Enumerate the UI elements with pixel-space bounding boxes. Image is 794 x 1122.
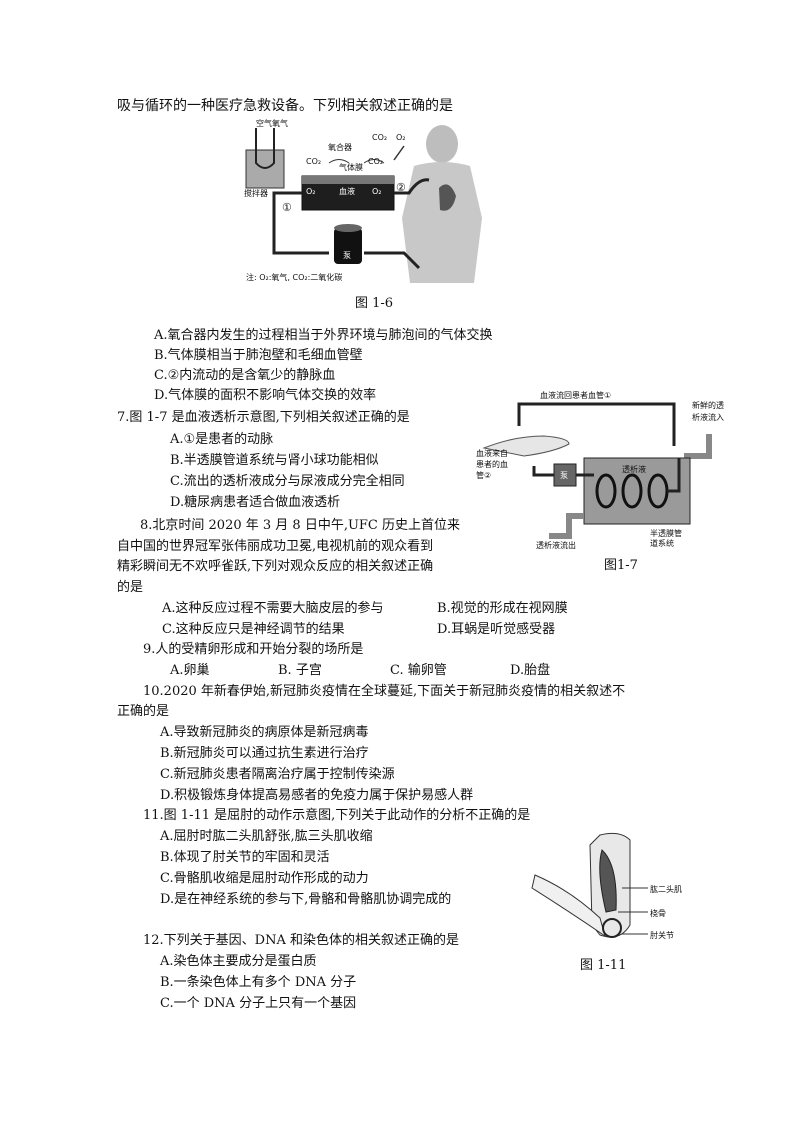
fig16-caption: 图 1-6 (355, 296, 394, 311)
biceps-label: 肱二头肌 (650, 885, 682, 894)
radius-label: 桡骨 (650, 909, 666, 918)
fig111-caption: 图 1-11 (580, 958, 627, 973)
q10-option-a: A.导致新冠肺炎的病原体是新冠病毒 (160, 725, 369, 740)
fig17-from-label-3: 管② (476, 471, 492, 480)
arm-diagram (531, 832, 648, 938)
o2-left-label: O₂ (306, 187, 316, 196)
fig17-pump-label: 泵 (560, 471, 568, 480)
oxygenator-label: 氧合器 (328, 143, 352, 152)
q11-option-d: D.是在神经系统的参与下,骨骼和骨骼肌协调完成的 (160, 892, 452, 907)
q8-stem-line-3: 精彩瞬间无不欢呼雀跃,下列对观众反应的相关叙述正确 (117, 559, 434, 574)
fig17-return-label: 血液流回患者血管① (540, 391, 612, 400)
pump-label: 泵 (343, 251, 351, 260)
blood-label: 血液 (339, 187, 355, 196)
q6-option-c: C.②内流动的是含氧少的静脉血 (154, 368, 336, 383)
circle-2-label: ② (396, 181, 406, 194)
fig17-caption: 图1-7 (604, 558, 638, 573)
q7-stem: 7.图 1-7 是血液透析示意图,下列相关叙述正确的是 (117, 410, 410, 425)
fig17-fresh-label-1: 新鲜的透 (692, 401, 724, 410)
q12-option-b: B.一条染色体上有多个 DNA 分子 (160, 975, 357, 990)
fig17-from-label-2: 患者的血 (476, 460, 508, 469)
q8-option-d: D.耳蜗是听觉感受器 (437, 622, 556, 637)
co2-left-label: CO₂ (306, 157, 322, 166)
q7-option-b: B.半透膜管道系统与肾小球功能相似 (170, 453, 379, 468)
q6-option-d: D.气体膜的面积不影响气体交换的效率 (154, 388, 377, 403)
q10-stem-line-1: 10.2020 年新春伊始,新冠肺炎疫情在全球蔓延,下面关于新冠肺炎疫情的相关叙… (143, 684, 626, 699)
q12-stem: 12.下列关于基因、DNA 和染色体的相关叙述正确的是 (143, 933, 459, 948)
q8-option-a: A.这种反应过程不需要大脑皮层的参与 (162, 601, 384, 616)
q8-stem-line-2: 自中国的世界冠军张伟丽成功卫冕,电视机前的观众看到 (117, 539, 434, 554)
oxygen-label: 氧气 (272, 119, 288, 128)
q10-option-b: B.新冠肺炎可以通过抗生素进行治疗 (160, 746, 369, 761)
q11-option-c: C.骨骼肌收缩是屈肘动作形成的动力 (160, 871, 369, 886)
o2-right-label: O₂ (372, 187, 382, 196)
stirrer-label: 搅拌器 (244, 189, 268, 198)
intro-line: 吸与循环的一种医疗急救设备。下列相关叙述正确的是 (117, 98, 453, 114)
gas-membrane-label: 气体膜 (339, 163, 363, 172)
q7-option-a: A.①是患者的动脉 (170, 432, 274, 447)
co2-top-label: CO₂ (372, 133, 388, 142)
elbow-label: 肘关节 (650, 931, 674, 940)
o2-top-label: O₂ (396, 133, 406, 142)
q9-option-c: C. 输卵管 (390, 663, 447, 678)
q8-stem-line-1: 8.北京时间 2020 年 3 月 8 日中午,UFC 历史上首位来 (140, 518, 461, 533)
fig17-dialysate-label: 透析液 (622, 465, 646, 474)
q6-option-b: B.气体膜相当于肺泡壁和毛细血管壁 (154, 348, 363, 363)
q11-option-a: A.屈肘时肱二头肌舒张,肱三头肌收缩 (160, 829, 373, 844)
fig17-from-label-1: 血液来自 (476, 449, 508, 458)
q10-stem-line-2: 正确的是 (117, 704, 170, 719)
q11-option-b: B.体现了肘关节的牢固和灵活 (160, 850, 330, 865)
q10-option-c: C.新冠肺炎患者隔离治疗属于控制传染源 (160, 767, 395, 782)
fig17-membrane-label-2: 道系统 (650, 539, 674, 548)
figure-1-7: 血液流回患者血管① 新鲜的透 析液流入 血液来自 患者的血 管② 泵 透析液 透… (474, 386, 724, 550)
q8-option-b: B.视觉的形成在视网膜 (437, 601, 568, 616)
figure-1-11: 肱二头肌 桡骨 肘关节 (530, 830, 730, 950)
circle-1-label: ① (282, 201, 292, 214)
air-label: 空气 (256, 119, 272, 128)
fig16-note: 注: O₂:氧气, CO₂:二氧化碳 (246, 273, 343, 282)
q9-option-b: B. 子宫 (278, 663, 322, 678)
q7-option-d: D.糖尿病患者适合做血液透析 (170, 495, 341, 510)
figure-1-6: 空气 氧气 氧合器 CO₂ 气体膜 CO₂ CO₂ O₂ O₂ 血液 O₂ 搅拌… (244, 118, 494, 288)
co2-right-label: CO₂ (368, 157, 384, 166)
fig17-out-label: 透析液流出 (536, 541, 576, 550)
q8-stem-line-4: 的是 (117, 580, 144, 595)
q11-stem: 11.图 1-11 是屈肘的动作示意图,下列关于此动作的分析不正确的是 (143, 808, 531, 823)
dialysis-diagram (482, 402, 712, 539)
fig17-fresh-label-2: 析液流入 (692, 413, 724, 422)
fig17-membrane-label-1: 半透膜管 (650, 529, 682, 538)
q9-option-d: D.胎盘 (510, 663, 551, 678)
q10-option-d: D.积极锻炼身体提高易感者的免疫力属于保护易感人群 (160, 788, 474, 803)
q12-option-c: C.一个 DNA 分子上只有一个基因 (160, 996, 357, 1011)
q12-option-a: A.染色体主要成分是蛋白质 (160, 954, 317, 969)
ecmo-diagram (245, 125, 482, 283)
q8-option-c: C.这种反应只是神经调节的结果 (162, 622, 345, 637)
q7-option-c: C.流出的透析液成分与尿液成分完全相同 (170, 474, 405, 489)
q9-stem: 9.人的受精卵形成和开始分裂的场所是 (143, 642, 364, 657)
q6-option-a: A.氧合器内发生的过程相当于外界环境与肺泡间的气体交换 (154, 328, 493, 343)
q9-option-a: A.卵巢 (170, 663, 210, 678)
